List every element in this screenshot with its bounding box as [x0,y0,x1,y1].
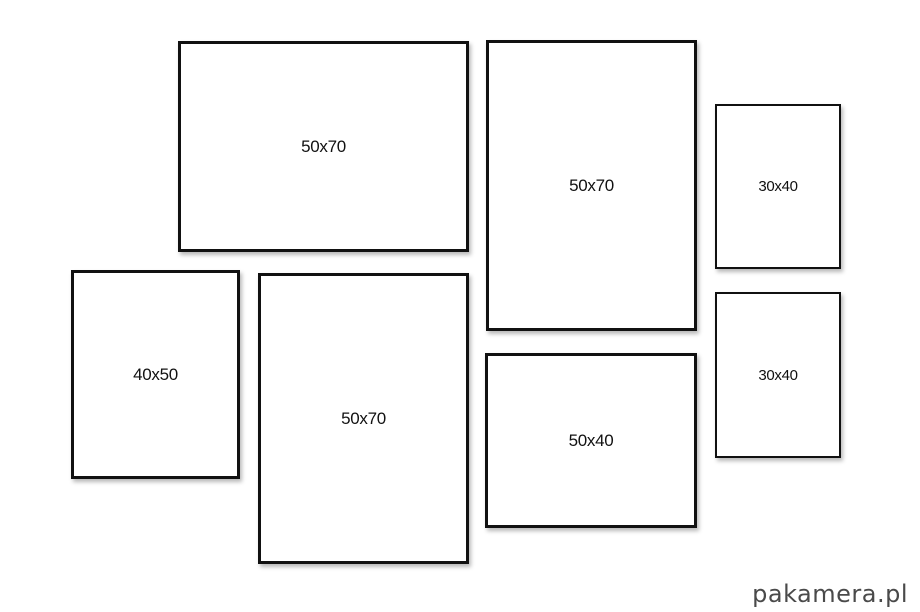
watermark-logo: pakamera.pl [752,580,908,608]
frame-size-label: 30x40 [758,366,798,384]
frame-30x40-lower: 30x40 [715,292,841,458]
frame-size-label: 50x70 [569,175,614,195]
frame-40x50: 40x50 [71,270,240,479]
frame-size-label: 40x50 [133,364,178,384]
frame-50x70-landscape-top: 50x70 [178,41,469,252]
frame-size-label: 50x70 [341,408,386,428]
frame-size-label: 30x40 [758,178,798,195]
frame-30x40-upper: 30x40 [715,104,841,269]
frame-50x70-portrait-bottom: 50x70 [258,273,469,564]
frame-50x70-portrait-top: 50x70 [486,40,697,331]
frame-50x40: 50x40 [485,353,697,528]
frame-size-label: 50x70 [301,136,346,156]
frame-size-label: 50x40 [568,430,614,450]
